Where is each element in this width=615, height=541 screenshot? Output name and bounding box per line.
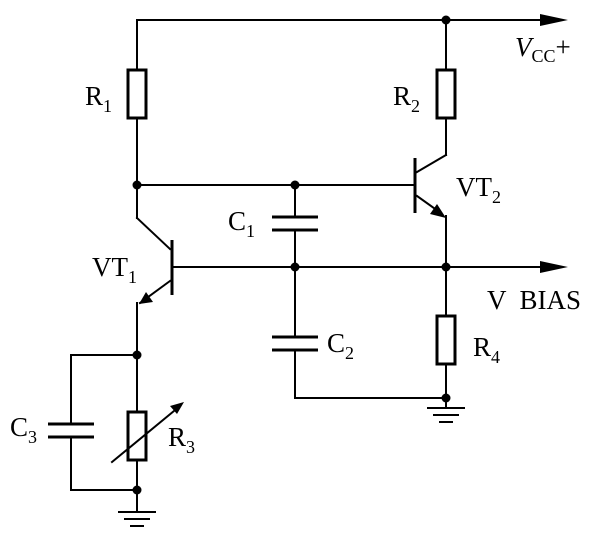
label-r4: R4 <box>473 332 500 367</box>
vbias-arrowhead <box>540 261 568 273</box>
vt2-collector-leg <box>415 153 448 174</box>
resistor-r4 <box>435 314 457 366</box>
label-vt2: VT2 <box>456 172 501 207</box>
ground-symbol-right <box>427 407 465 423</box>
resistor-r1 <box>126 68 148 120</box>
r3-variable-arrowhead <box>170 402 184 414</box>
vt1-collector-leg <box>135 216 172 251</box>
label-vbias: V BIAS <box>487 285 581 315</box>
label-vt1: VT1 <box>92 252 137 287</box>
label-vcc: VCC+ <box>515 32 571 66</box>
label-c1: C1 <box>228 206 255 241</box>
r3-variable-arrow <box>110 404 182 464</box>
resistor-r2 <box>435 68 457 120</box>
vt2-emitter-arrow <box>430 204 446 218</box>
junction-ground-right <box>441 393 451 403</box>
label-r2: R2 <box>393 81 420 116</box>
vcc-arrowhead <box>540 14 568 26</box>
label-c3: C3 <box>10 412 37 447</box>
label-r1: R1 <box>85 81 112 116</box>
label-r3: R3 <box>168 422 195 457</box>
ground-symbol-left <box>118 511 156 527</box>
vt1-emitter-arrow <box>139 292 153 304</box>
label-c2: C2 <box>327 328 354 363</box>
